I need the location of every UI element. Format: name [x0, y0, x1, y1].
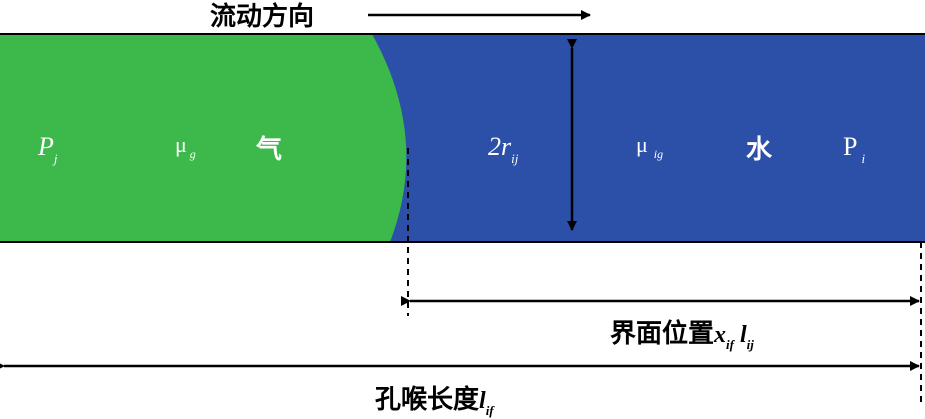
- gas-region: [0, 34, 407, 242]
- gas-phase-label: 气: [255, 134, 282, 165]
- water-phase-label: 水: [746, 135, 773, 165]
- flow-direction-label: 流动方向: [210, 1, 314, 32]
- gas-pressure-label: Pj: [37, 132, 58, 166]
- radius-label: 2rij: [488, 132, 519, 166]
- throat-length-label: 孔喉长度lif: [375, 384, 495, 418]
